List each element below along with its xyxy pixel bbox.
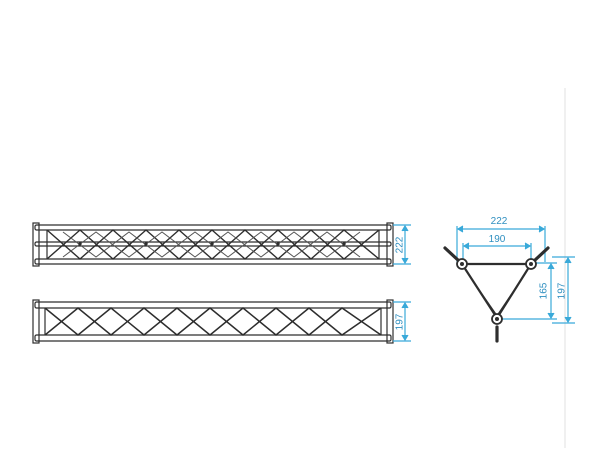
bottom-chord bbox=[34, 258, 392, 265]
bottom-view-end-plate-left bbox=[32, 299, 40, 344]
bottom-view-verticals bbox=[44, 308, 382, 335]
cross-section-inner-height-label: 165 bbox=[539, 282, 550, 299]
end-plate-left bbox=[32, 222, 40, 267]
top-view-dimension-label: 222 bbox=[395, 236, 406, 253]
bottom-view-end-plate-right bbox=[386, 299, 394, 344]
truss-side-view-top bbox=[32, 222, 394, 267]
bottom-view-diagonals bbox=[44, 307, 382, 336]
bottom-view-dimension bbox=[393, 301, 411, 342]
cross-section-inner-width-label: 190 bbox=[489, 234, 506, 245]
top-chord bbox=[34, 224, 392, 231]
top-view-front-diagonals bbox=[46, 229, 380, 260]
truss-side-view-bottom bbox=[32, 299, 394, 344]
cross-section-triangle bbox=[443, 246, 550, 343]
top-view-verticals bbox=[46, 230, 380, 259]
bottom-view-bottom-chord bbox=[34, 334, 392, 342]
spigot-left bbox=[443, 246, 461, 263]
top-view-dimension bbox=[393, 224, 411, 265]
top-view-nodes bbox=[78, 242, 346, 246]
cross-section-dimensions bbox=[456, 225, 575, 324]
bottom-view-dimension-label: 197 bbox=[395, 313, 406, 330]
cross-section-outer-height-label: 197 bbox=[557, 282, 568, 299]
spigot-right bbox=[532, 246, 550, 263]
bottom-view-top-chord bbox=[34, 301, 392, 309]
end-plate-right bbox=[386, 222, 394, 267]
cross-section-outer-width-label: 222 bbox=[491, 216, 508, 227]
